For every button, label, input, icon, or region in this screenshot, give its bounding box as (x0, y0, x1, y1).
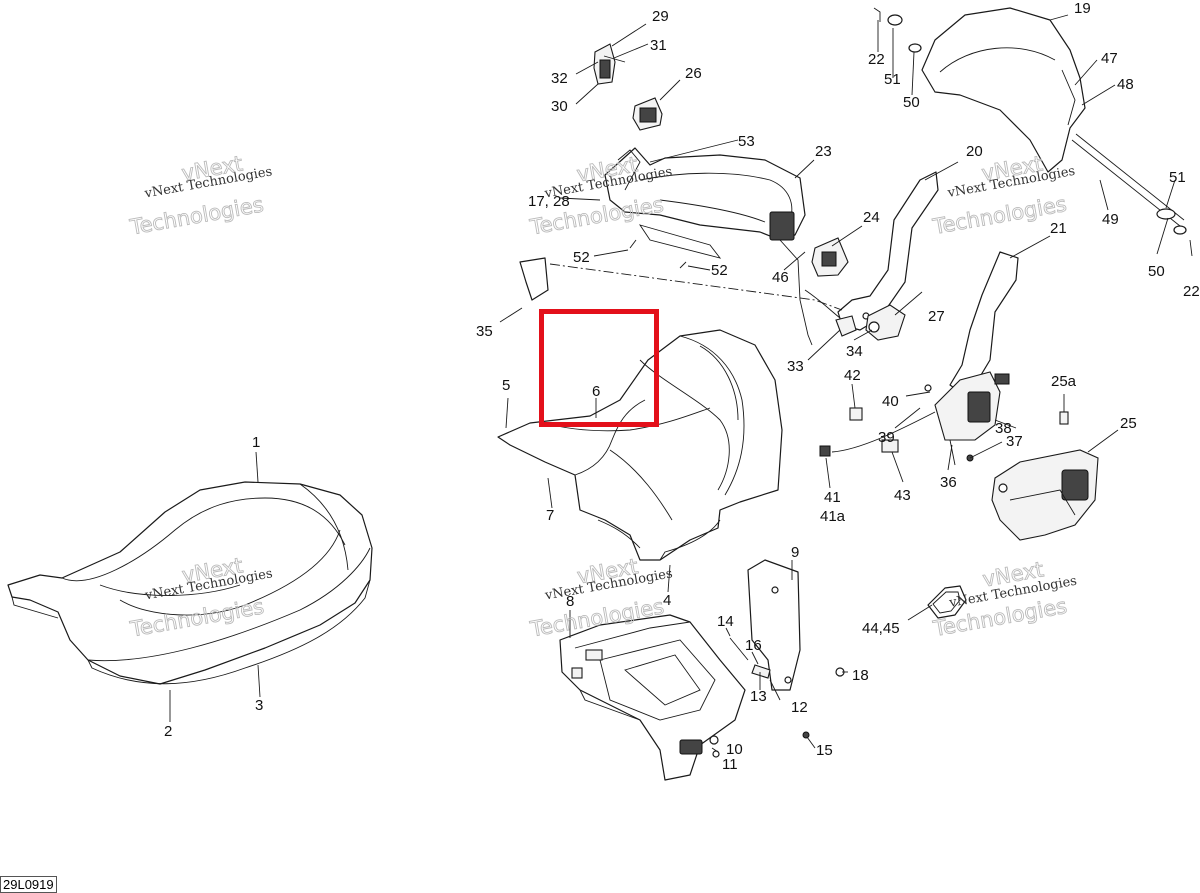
seat-cushion (497, 329, 783, 561)
callout-24[interactable]: 24 (863, 209, 880, 226)
callout-51-right[interactable]: 51 (1169, 169, 1186, 186)
leader-lines (169, 14, 1176, 753)
callout-6[interactable]: 6 (592, 383, 600, 400)
callout-49[interactable]: 49 (1102, 211, 1119, 228)
housing-25 (991, 449, 1099, 541)
callout-43[interactable]: 43 (894, 487, 911, 504)
callout-22-top[interactable]: 22 (868, 51, 885, 68)
callout-25a[interactable]: 25a (1051, 373, 1077, 390)
callout-47[interactable]: 47 (1101, 50, 1118, 67)
callout-51-top[interactable]: 51 (884, 71, 901, 88)
callout-41[interactable]: 41 (824, 489, 841, 506)
callout-36[interactable]: 36 (940, 474, 957, 491)
latch-clip (593, 43, 626, 85)
callout-9[interactable]: 9 (791, 544, 799, 561)
callout-22-right[interactable]: 22 (1183, 283, 1200, 300)
callout-32[interactable]: 32 (551, 70, 568, 87)
callout-50-top[interactable]: 50 (903, 94, 920, 111)
callout-3[interactable]: 3 (255, 697, 263, 714)
callout-5[interactable]: 5 (502, 377, 510, 394)
callout-20[interactable]: 20 (966, 143, 983, 160)
screws-52 (629, 239, 687, 269)
callout-48[interactable]: 48 (1117, 76, 1134, 93)
cable-33-34 (804, 289, 880, 337)
connector-43 (881, 439, 899, 453)
backrest-shell (921, 7, 1193, 257)
callout-23[interactable]: 23 (815, 143, 832, 160)
bracket-plate (709, 559, 845, 758)
callout-30[interactable]: 30 (551, 98, 568, 115)
callout-33[interactable]: 33 (787, 358, 804, 375)
callout-8[interactable]: 8 (566, 593, 574, 610)
callout-26[interactable]: 26 (685, 65, 702, 82)
connector-42 (849, 407, 863, 421)
callout-52-right[interactable]: 52 (711, 262, 728, 279)
seal-44-45 (927, 585, 967, 619)
callout-4[interactable]: 4 (663, 592, 671, 609)
callout-52-left[interactable]: 52 (573, 249, 590, 266)
callout-46[interactable]: 46 (772, 269, 789, 286)
callout-25[interactable]: 25 (1120, 415, 1137, 432)
callout-13[interactable]: 13 (750, 688, 767, 705)
callout-2[interactable]: 2 (164, 723, 172, 740)
latch-module-36-38 (924, 371, 1010, 466)
callout-27[interactable]: 27 (928, 308, 945, 325)
callout-7[interactable]: 7 (546, 507, 554, 524)
callout-11[interactable]: 11 (722, 756, 738, 773)
buckle-part-26 (632, 97, 663, 131)
screw-washers-top (873, 7, 922, 53)
seat-base-frame (559, 614, 746, 781)
watermark: vNext Technologies vNext Technologies (930, 557, 1078, 642)
callout-38[interactable]: 38 (995, 420, 1012, 437)
callout-10[interactable]: 10 (726, 741, 743, 758)
callout-1[interactable]: 1 (252, 434, 260, 451)
backrest-bracket-21 (949, 251, 1019, 393)
callout-50-right[interactable]: 50 (1148, 263, 1165, 280)
backrest-pad (604, 147, 813, 346)
strap-35 (519, 257, 549, 301)
grommet-25a (1059, 411, 1069, 425)
callout-18[interactable]: 18 (852, 667, 869, 684)
callout-39[interactable]: 39 (878, 429, 895, 446)
callout-labels: 1 2 3 4 5 6 7 8 9 10 11 12 13 14 15 16 1… (164, 0, 1200, 773)
callout-12[interactable]: 12 (791, 699, 808, 716)
seat-assembly-complete (7, 481, 373, 685)
callout-37[interactable]: 37 (1006, 433, 1023, 450)
callout-34[interactable]: 34 (846, 343, 863, 360)
callout-21[interactable]: 21 (1050, 220, 1067, 237)
watermark: vNext Technologies vNext Technologies (127, 151, 273, 240)
callout-29[interactable]: 29 (652, 8, 669, 25)
actuator-24 (811, 237, 849, 277)
diagram-code: 29L0919 (0, 876, 57, 893)
callout-31[interactable]: 31 (650, 37, 667, 54)
callout-19[interactable]: 19 (1074, 0, 1091, 17)
callout-53[interactable]: 53 (738, 133, 755, 150)
wiring-harness-41 (819, 411, 936, 457)
callout-16[interactable]: 16 (745, 637, 762, 654)
callout-44-45[interactable]: 44,45 (862, 620, 900, 637)
callout-35[interactable]: 35 (476, 323, 493, 340)
callout-41a[interactable]: 41a (820, 508, 846, 525)
callout-17-28[interactable]: 17, 28 (528, 193, 570, 210)
callout-40[interactable]: 40 (882, 393, 899, 410)
callout-42[interactable]: 42 (844, 367, 861, 384)
callout-14[interactable]: 14 (717, 613, 734, 630)
callout-15[interactable]: 15 (816, 742, 833, 759)
